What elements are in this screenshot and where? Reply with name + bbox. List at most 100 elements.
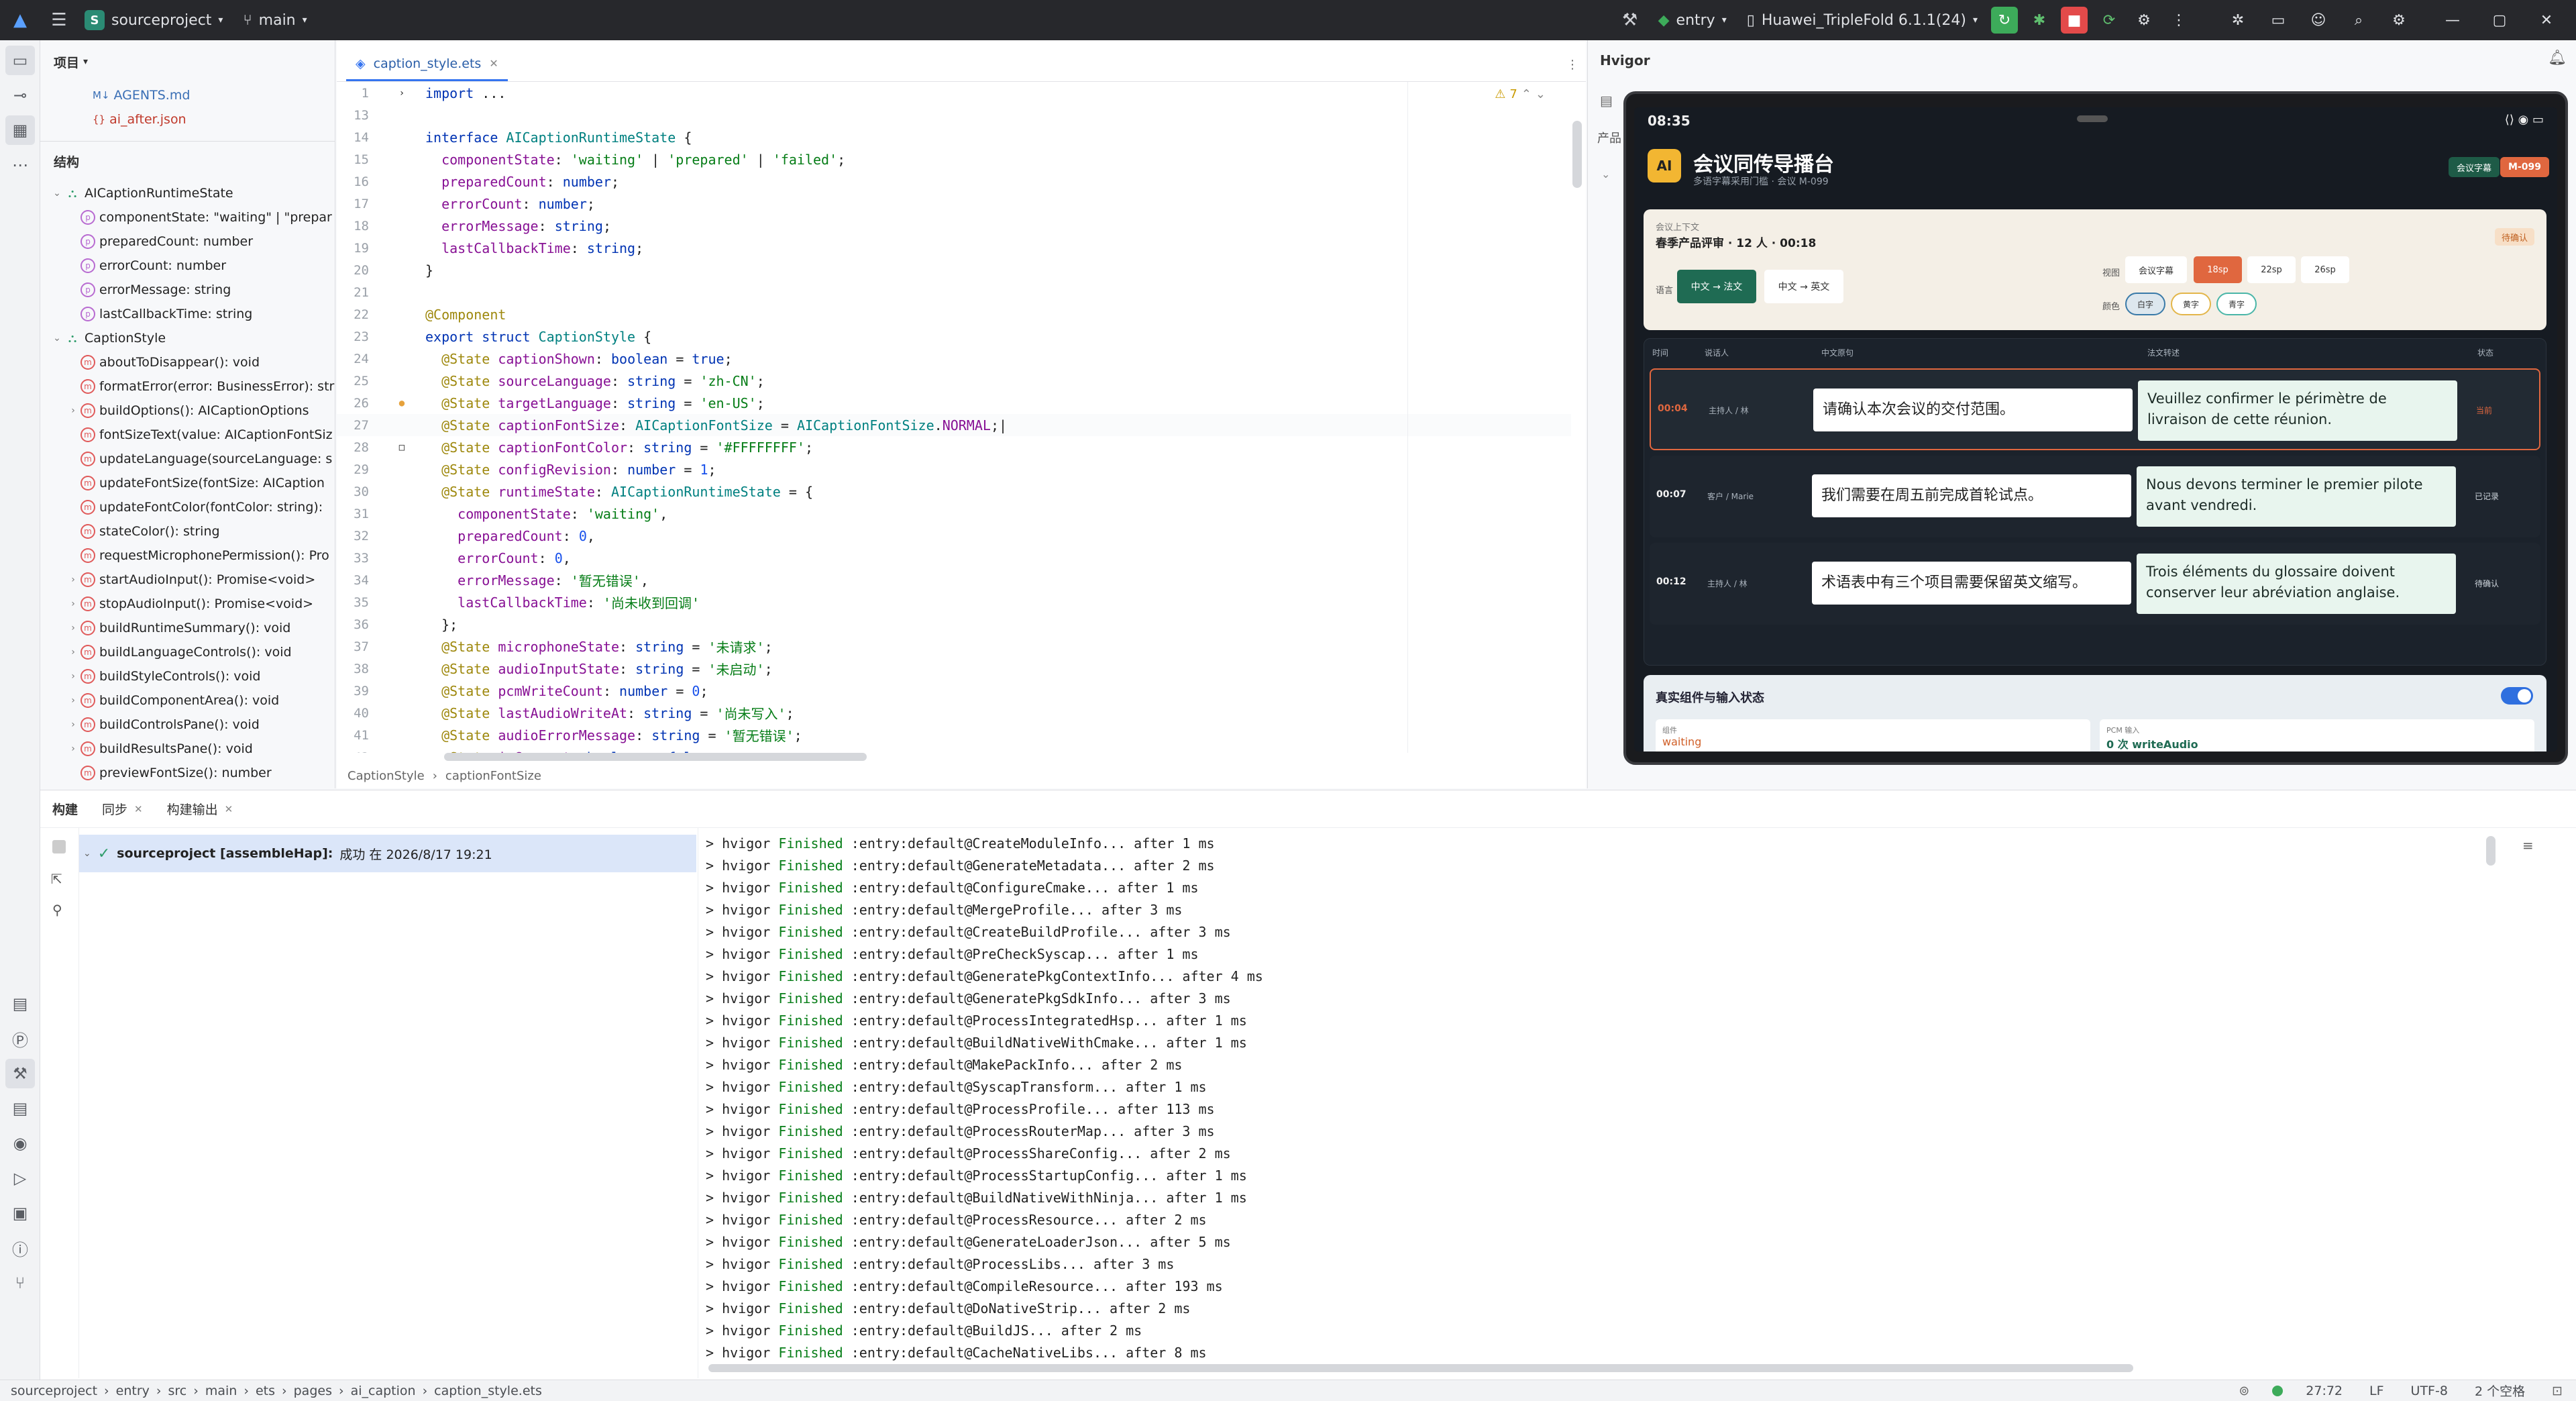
size-option-18sp[interactable]: 18sp	[2194, 256, 2242, 283]
color-option-yellow[interactable]: 黄字	[2171, 293, 2211, 315]
chevron-down-icon[interactable]: ⌄	[1535, 87, 1546, 101]
indent-setting[interactable]: 2 个空格	[2474, 1384, 2526, 1399]
editor-scrollbar[interactable]	[1572, 121, 1582, 188]
log-line[interactable]: > hvigor Finished :entry:default@Generat…	[706, 854, 2483, 876]
tab-options-icon[interactable]: ⋮	[1566, 57, 1578, 72]
log-line[interactable]: > hvigor Finished :entry:default@Compile…	[706, 1275, 2483, 1297]
breadcrumb-item[interactable]: caption_style.ets	[434, 1383, 542, 1398]
chevron-right-icon[interactable]: ›	[71, 599, 75, 609]
breadcrumb-item[interactable]: sourceproject	[11, 1383, 98, 1398]
close-tab-icon[interactable]: ✕	[224, 802, 233, 815]
warning-indicator[interactable]: ⚠ 7 ⌃ ⌄	[1495, 87, 1546, 101]
notifications-icon[interactable]: 🔔︎	[2548, 50, 2567, 66]
file-row[interactable]: {} ai_after.json	[40, 107, 335, 132]
log-line[interactable]: > hvigor Finished :entry:default@CreateB…	[706, 921, 2483, 943]
tab-sync[interactable]: 同步✕	[90, 790, 155, 828]
stop-build-icon[interactable]	[52, 840, 66, 853]
log-icon[interactable]: ▤	[12, 1099, 28, 1118]
breadcrumb-item[interactable]: captionFontSize	[445, 768, 541, 783]
breadcrumb-item[interactable]: main	[205, 1383, 237, 1398]
preview-collapse-icon[interactable]: ⌄	[1601, 168, 1611, 180]
terminal-icon[interactable]: ▣	[12, 1204, 28, 1223]
log-line[interactable]: > hvigor Finished :entry:default@Process…	[706, 1142, 2483, 1164]
color-option-white[interactable]: 白字	[2125, 293, 2165, 315]
apply-changes-icon[interactable]: ⟳	[2102, 11, 2116, 29]
stop-button[interactable]: ■	[2061, 7, 2088, 34]
structure-icon[interactable]: ▦	[5, 115, 35, 145]
device-selector[interactable]: ▯ Huawei_TripleFold 6.1.1(24) ▾	[1747, 12, 1978, 29]
breadcrumb-item[interactable]: pages	[293, 1383, 332, 1398]
tree-row[interactable]: ⌄⛬CaptionStyle	[50, 326, 335, 350]
layout-icon[interactable]: ▤	[12, 994, 28, 1013]
log-line[interactable]: > hvigor Finished :entry:default@BuildNa…	[706, 1186, 2483, 1208]
git-icon[interactable]: ⑂	[15, 1274, 25, 1292]
plugins-icon[interactable]: ✲	[2231, 11, 2245, 29]
chevron-down-icon[interactable]: ⌄	[53, 188, 61, 199]
log-line[interactable]: > hvigor Finished :entry:default@Process…	[706, 1253, 2483, 1275]
log-line[interactable]: > hvigor Finished :entry:default@Process…	[706, 1120, 2483, 1142]
log-line[interactable]: > hvigor Finished :entry:default@BuildJS…	[706, 1319, 2483, 1341]
log-line[interactable]: > hvigor Finished :entry:default@Process…	[706, 1098, 2483, 1120]
run-icon[interactable]: ▷	[13, 1169, 27, 1188]
lang-option-fr[interactable]: 中文 → 法文	[1677, 270, 1756, 303]
size-option-26sp[interactable]: 26sp	[2301, 256, 2349, 283]
log-line[interactable]: > hvigor Finished :entry:default@PreChec…	[706, 943, 2483, 965]
problems-icon[interactable]: ⓘ	[12, 1240, 28, 1259]
lang-option-en[interactable]: 中文 → 英文	[1764, 270, 1843, 303]
chevron-down-icon[interactable]: ⌄	[83, 848, 91, 859]
log-line[interactable]: > hvigor Finished :entry:default@BuildNa…	[706, 1031, 2483, 1053]
file-encoding[interactable]: UTF-8	[2410, 1383, 2448, 1398]
project-folder-icon[interactable]: ▭	[5, 46, 35, 75]
wrap-lines-icon[interactable]: ≡	[2522, 837, 2534, 853]
log-line[interactable]: > hvigor Finished :entry:default@SyscapT…	[706, 1076, 2483, 1098]
chevron-right-icon[interactable]: ›	[71, 743, 75, 754]
log-line[interactable]: > hvigor Finished :entry:default@CreateM…	[706, 832, 2483, 854]
log-line[interactable]: > hvigor Finished :entry:default@Generat…	[706, 1231, 2483, 1253]
inspection-icon[interactable]: ⊚	[2239, 1383, 2250, 1398]
chevron-right-icon[interactable]: ›	[71, 405, 75, 416]
pin-icon[interactable]: ⚲	[52, 902, 62, 918]
tab-build[interactable]: 构建	[40, 790, 90, 828]
profiler-icon[interactable]: ⚙	[2137, 11, 2151, 29]
open-external-icon[interactable]: ⇱	[51, 871, 62, 887]
gear-icon[interactable]: ⚙	[2392, 11, 2406, 29]
close-tab-icon[interactable]: ✕	[134, 802, 143, 815]
file-row[interactable]: M↓ AGENTS.md	[40, 83, 335, 107]
breadcrumb-item[interactable]: entry	[115, 1383, 150, 1398]
chevron-right-icon[interactable]: ›	[71, 647, 75, 658]
debug-icon[interactable]: ✱	[2033, 11, 2046, 29]
breadcrumb-item[interactable]: CaptionStyle	[347, 768, 425, 783]
log-line[interactable]: > hvigor Finished :entry:default@Process…	[706, 1208, 2483, 1231]
log-line[interactable]: > hvigor Finished :entry:default@Process…	[706, 1009, 2483, 1031]
build-hammer-icon[interactable]: ⚒	[5, 1059, 35, 1088]
chevron-right-icon[interactable]: ›	[71, 719, 75, 730]
more-tools-icon[interactable]: ⋯	[12, 156, 28, 174]
log-line[interactable]: > hvigor Finished :entry:default@CacheNa…	[706, 1341, 2483, 1363]
close-icon[interactable]: ✕	[2540, 11, 2553, 29]
log-line[interactable]: > hvigor Finished :entry:default@Configu…	[706, 876, 2483, 898]
horizontal-scrollbar[interactable]	[444, 753, 867, 761]
lock-icon[interactable]: ⊡	[2552, 1383, 2563, 1398]
tree-row[interactable]: ⌄⛬AICaptionRuntimeState	[50, 181, 335, 205]
tree-row[interactable]: mpreviewFontColor(): string	[50, 785, 335, 788]
log-line[interactable]: > hvigor Finished :entry:default@DoNativ…	[706, 1297, 2483, 1319]
build-log[interactable]: > hvigor Finished :entry:default@CreateM…	[706, 832, 2483, 1376]
